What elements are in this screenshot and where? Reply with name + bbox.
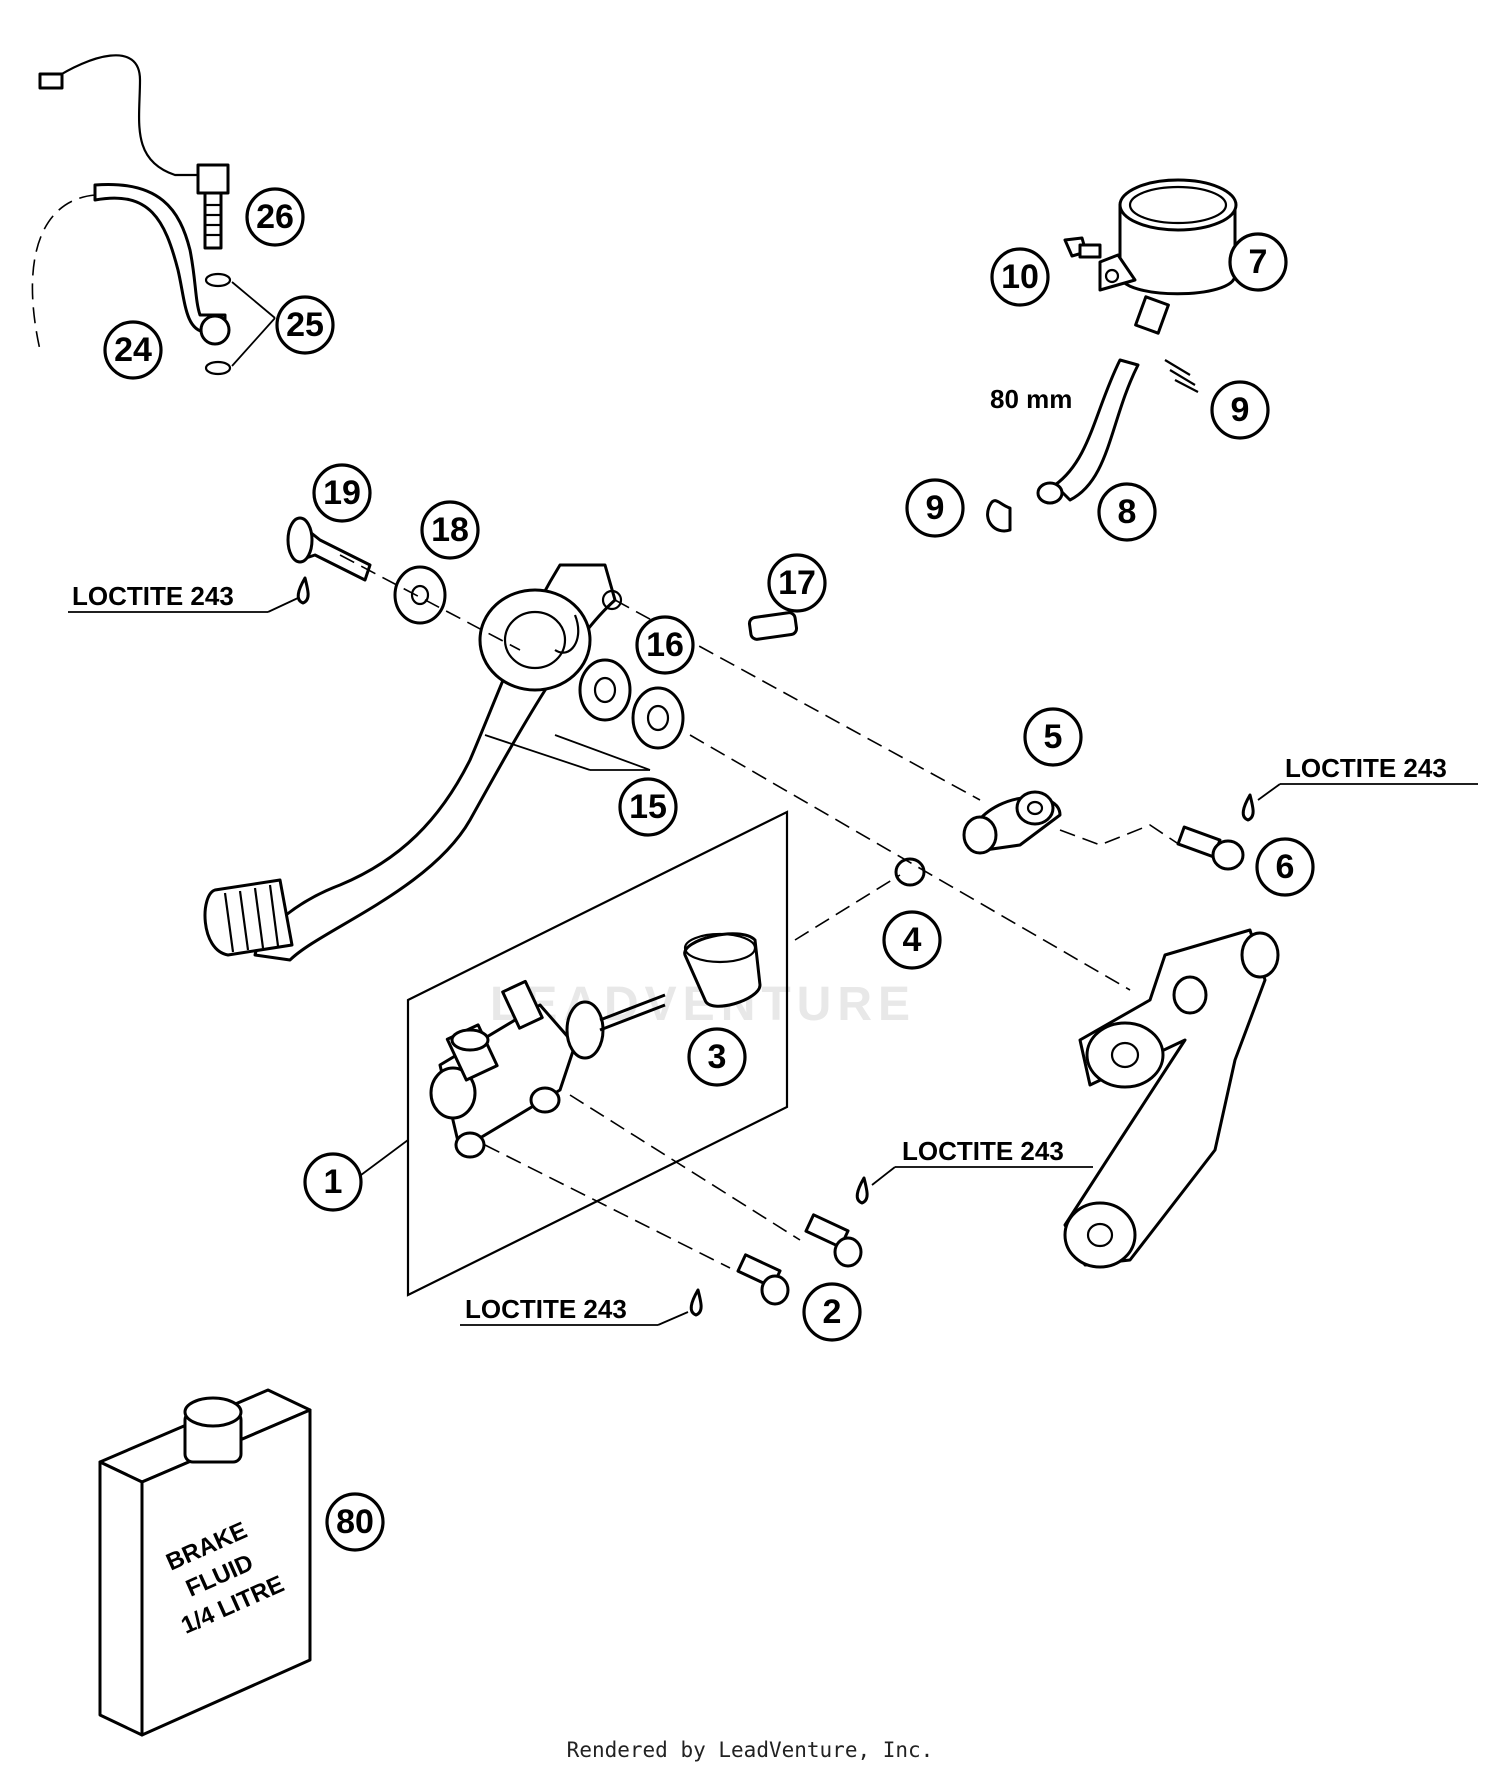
callout-8: 8	[1097, 482, 1157, 542]
svg-text:LOCTITE 243: LOCTITE 243	[902, 1136, 1064, 1166]
callout-15: 15	[618, 777, 678, 837]
loctite-label-1: LOCTITE 243	[68, 576, 310, 613]
callout-24: 24	[103, 320, 163, 380]
brake-fluid-bottle: BRAKE FLUID 1/4 LITRE	[98, 1388, 312, 1737]
callout-9a: 9	[1210, 380, 1270, 440]
svg-text:9: 9	[1231, 391, 1250, 429]
callout-7: 7	[1228, 232, 1288, 292]
bolt-2b	[804, 1213, 863, 1268]
svg-text:80: 80	[336, 1503, 374, 1541]
callout-10: 10	[990, 247, 1050, 307]
svg-text:18: 18	[431, 511, 469, 549]
callout-17: 17	[767, 553, 827, 613]
brake-light-switch-assembly	[31, 54, 276, 376]
svg-text:2: 2	[823, 1293, 842, 1331]
svg-text:7: 7	[1249, 243, 1268, 281]
callout-2: 2	[802, 1282, 862, 1342]
svg-text:9: 9	[926, 489, 945, 527]
footer-credit: Rendered by LeadVenture, Inc.	[566, 1738, 934, 1762]
brake-pedal-bracket	[1063, 928, 1280, 1269]
svg-text:24: 24	[114, 331, 152, 369]
callout-18: 18	[420, 500, 480, 560]
svg-text:19: 19	[323, 474, 361, 512]
brake-lever-assembly	[203, 516, 799, 962]
callout-3: 3	[687, 1027, 747, 1087]
callout-1: 1	[303, 1152, 363, 1212]
bolt-2	[736, 1253, 790, 1306]
reservoir-assembly	[986, 178, 1238, 533]
svg-text:LOCTITE 243: LOCTITE 243	[72, 581, 234, 611]
callout-5: 5	[1023, 707, 1083, 767]
svg-text:6: 6	[1276, 848, 1295, 886]
callout-19: 19	[312, 463, 372, 523]
callout-9b: 9	[905, 478, 965, 538]
callout-25: 25	[275, 295, 335, 355]
callout-26: 26	[245, 187, 305, 247]
svg-text:15: 15	[629, 788, 667, 826]
rod-end-assembly	[894, 790, 1245, 887]
loctite-label-3: LOCTITE 243	[855, 1136, 1093, 1205]
loctite-label-4: LOCTITE 243	[460, 1288, 703, 1326]
svg-text:1: 1	[324, 1163, 343, 1201]
master-cylinder-assembly	[406, 810, 863, 1306]
callout-16: 16	[635, 615, 695, 675]
hose-length-label: 80 mm	[990, 384, 1072, 414]
svg-text:5: 5	[1044, 718, 1063, 756]
svg-text:17: 17	[778, 564, 816, 602]
svg-text:3: 3	[708, 1038, 727, 1076]
callout-4: 4	[882, 910, 942, 970]
svg-text:4: 4	[903, 921, 922, 959]
callout-80: 80	[325, 1492, 385, 1552]
svg-text:LOCTITE 243: LOCTITE 243	[1285, 753, 1447, 783]
svg-text:10: 10	[1001, 258, 1039, 296]
callout-6: 6	[1255, 837, 1315, 897]
svg-text:25: 25	[286, 306, 324, 344]
svg-text:26: 26	[256, 198, 294, 236]
assembly-lines	[339, 554, 1181, 1269]
svg-text:8: 8	[1118, 493, 1137, 531]
svg-text:16: 16	[646, 626, 684, 664]
svg-text:LOCTITE 243: LOCTITE 243	[465, 1294, 627, 1324]
loctite-label-2: LOCTITE 243	[1241, 753, 1478, 822]
